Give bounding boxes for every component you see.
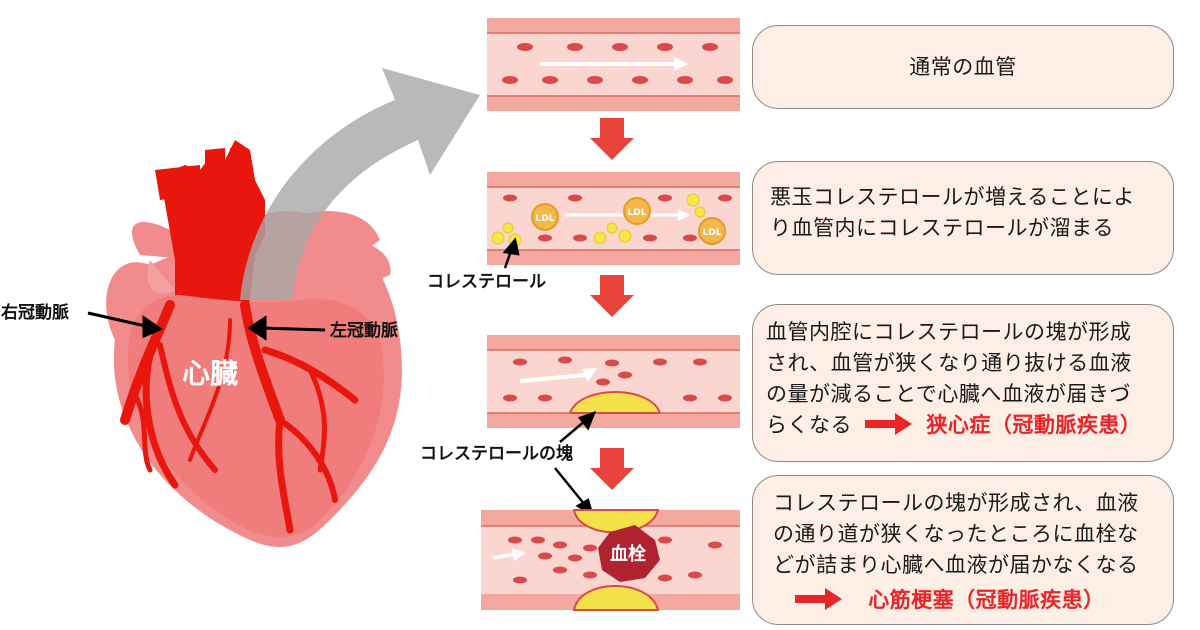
flow-arrow-1 xyxy=(590,118,634,160)
cholesterol-label: コレステロール xyxy=(427,272,546,292)
thrombus xyxy=(598,525,660,582)
vessel-thrombus: 血栓 xyxy=(481,509,740,611)
left-coronary-label: 左冠動脈 xyxy=(330,320,398,341)
plaque-label: コレステロールの塊 xyxy=(420,443,573,464)
zoom-arrow xyxy=(240,68,480,300)
stage-4-line-1: コレステロールの塊が形成され、血液 xyxy=(773,491,1139,515)
stage-4-line-3: どが詰まり心臓へ血液が届かなくなる xyxy=(773,553,1139,577)
svg-text:LDL: LDL xyxy=(703,228,722,238)
vessel-cholesterol: LDL LDL LDL xyxy=(487,172,740,265)
stage-3-line-1: 血管内腔にコレステロールの塊が形成 xyxy=(766,320,1132,344)
stage-3-line-3: の量が減ることで心臓へ血液が届きづ xyxy=(766,382,1131,406)
result-arrow-icon xyxy=(795,588,842,610)
heart-illustration xyxy=(106,140,402,548)
vessel-normal xyxy=(487,18,740,111)
flow-arrow-3 xyxy=(590,448,634,490)
stage-3-line-4-text: らくなる xyxy=(766,413,852,437)
stage-3-description: 血管内腔にコレステロールの塊が形成 され、血管が狭くなり通り抜ける血液 の量が減… xyxy=(752,304,1174,462)
stage-3-line-2: され、血管が狭くなり通り抜ける血液 xyxy=(766,351,1132,375)
flow-arrow-2 xyxy=(590,275,634,317)
stage-2-line-1: 悪玉コレステロールが増えることによ xyxy=(770,185,1135,209)
stage-3-line-4: らくなる 狭心症（冠動脈疾患） xyxy=(766,410,1173,441)
svg-text:LDL: LDL xyxy=(536,214,555,224)
stage-4-line-4: 心筋梗塞（冠動脈疾患） xyxy=(773,585,1173,616)
stage-4-description: コレステロールの塊が形成され、血液 の通り道が狭くなったところに血栓な どが詰ま… xyxy=(752,475,1174,625)
stage-4-line-2: の通り道が狭くなったところに血栓な xyxy=(773,522,1139,546)
thrombus-label: 血栓 xyxy=(610,543,646,565)
right-coronary-pointer xyxy=(87,311,151,329)
angina-result: 狭心症（冠動脈疾患） xyxy=(926,413,1142,437)
infarction-result: 心筋梗塞（冠動脈疾患） xyxy=(868,588,1105,612)
stage-2-description: 悪玉コレステロールが増えることによ り血管内にコレステロールが溜まる xyxy=(752,161,1174,275)
stage-2-line-2: り血管内にコレステロールが溜まる xyxy=(770,216,1114,240)
left-coronary-pointer xyxy=(261,326,326,332)
vessel-plaque xyxy=(487,335,740,428)
stage-1-text: 通常の血管 xyxy=(909,54,1017,79)
svg-text:LDL: LDL xyxy=(628,208,647,218)
stage-1-description: 通常の血管 xyxy=(752,25,1174,109)
ldl-particle: LDL LDL LDL xyxy=(531,197,726,245)
result-arrow-icon xyxy=(865,413,913,435)
heart-title: 心臓 xyxy=(182,357,238,390)
right-coronary-label: 右冠動脈 xyxy=(1,302,69,323)
